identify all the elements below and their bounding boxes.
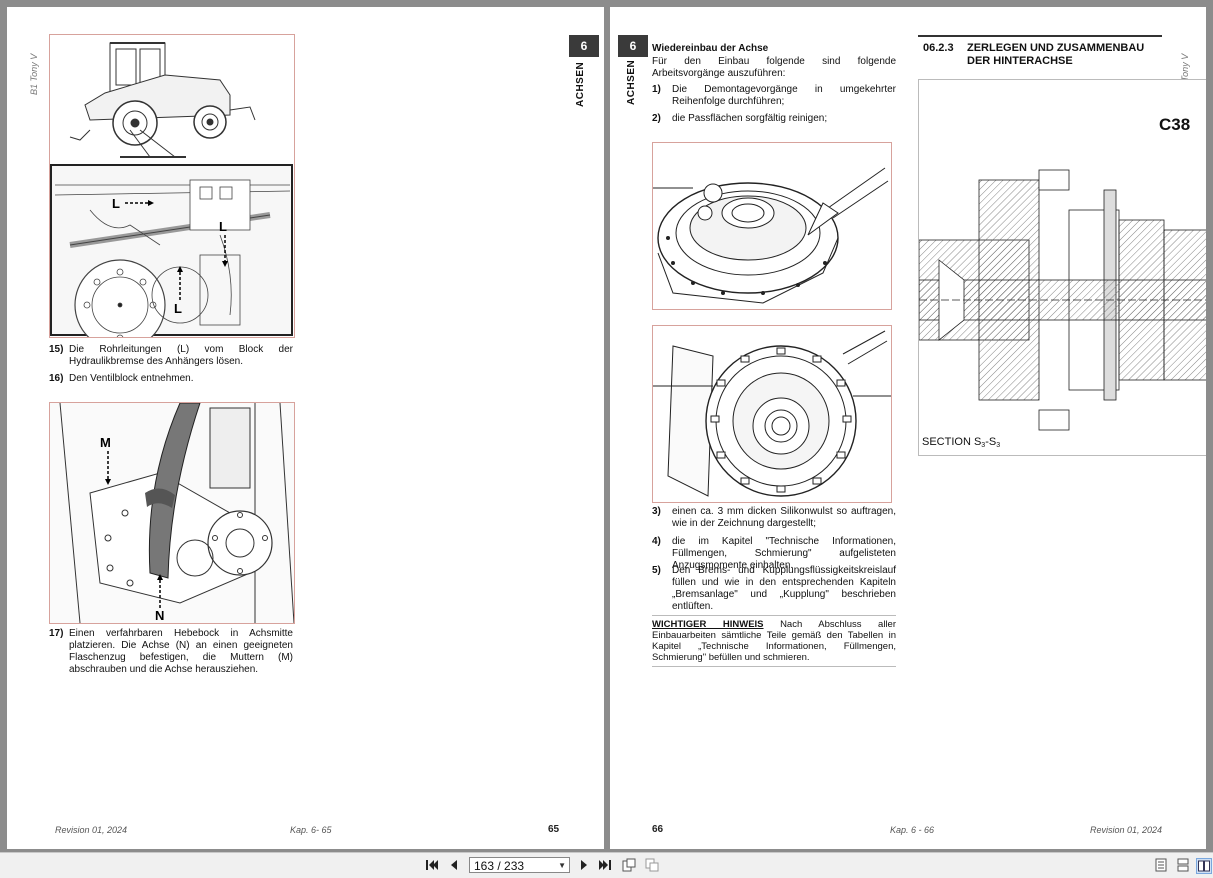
callout-l-3: L (174, 301, 182, 316)
figure-silicone-bead (652, 142, 892, 310)
chapter-title-tab: ACHSEN (575, 61, 586, 107)
first-page-icon[interactable] (425, 858, 439, 872)
figure-axle-removal: M N (49, 402, 295, 624)
page-indicator: 163 / 233 (474, 859, 525, 873)
footer-revision: Revision 01, 2024 (1090, 825, 1163, 835)
last-page-icon[interactable] (598, 858, 612, 872)
page-number: 65 (548, 824, 560, 835)
prev-page-icon[interactable] (447, 858, 461, 872)
step-number: 5) (652, 565, 661, 576)
section-heading: Wiedereinbau der Achse (652, 43, 769, 54)
right-page: 6 ACHSEN Wiedereinbau der Achse Für den … (610, 7, 1206, 849)
step-text: die Passflächen sorgfältig reinigen; (672, 113, 828, 124)
step-text: Die Rohrleitungen (L) vom Block der Hydr… (69, 344, 293, 367)
step-number: 15) (49, 344, 64, 355)
section-title: ZERLEGEN UND ZUSAMMENBAU DER HINTERACHSE (967, 42, 1145, 67)
callout-n: N (155, 608, 164, 623)
figure-rear-axle-section: C38 SECTION S3-S3 (918, 79, 1206, 456)
figure-hydraulic-block: L L L (49, 34, 295, 338)
rotate-icon[interactable] (622, 858, 636, 872)
step-text: Die Demontagevorgänge in umgekehrter Rei… (672, 84, 896, 107)
page-selector[interactable]: 163 / 233 ▼ (469, 857, 570, 873)
housing-top-diagram (653, 167, 889, 304)
important-note: WICHTIGER HINWEIS Nach Abschluss aller E… (652, 615, 896, 667)
footer-chapter-ref: Kap. 6- 65 (290, 825, 332, 835)
single-page-icon[interactable] (1154, 858, 1168, 872)
chapter-number-tab: 6 (569, 35, 599, 57)
callout-l-1: L (112, 196, 120, 211)
chevron-down-icon: ▼ (558, 861, 566, 870)
step-number: 4) (652, 536, 661, 547)
step-text: Den Ventilblock entnehmen. (69, 373, 194, 384)
step-number: 17) (49, 628, 64, 639)
figure-code: C38 (1159, 115, 1190, 134)
side-note: B1 Tony V (29, 53, 39, 95)
step-number: 1) (652, 84, 661, 95)
brake-housing-diagram (653, 330, 891, 497)
footer-chapter-ref: Kap. 6 - 66 (890, 825, 935, 835)
section-label: SECTION S3-S3 (922, 436, 1000, 449)
axle-diagram: M N (50, 403, 294, 623)
step-number: 3) (652, 506, 661, 517)
next-page-icon[interactable] (577, 858, 591, 872)
callout-m: M (100, 435, 111, 450)
figure-brake-housing (652, 325, 892, 503)
note-label: WICHTIGER HINWEIS (652, 619, 764, 630)
step-number: 2) (652, 113, 661, 124)
step-number: 16) (49, 373, 64, 384)
continuous-page-icon[interactable] (1176, 858, 1190, 872)
two-page-icon[interactable] (1196, 858, 1212, 874)
chapter-number-tab: 6 (618, 35, 648, 57)
section-header-rule (918, 35, 1162, 37)
step-text: Den Brems- und Kupplungsflüssigkeitskrei… (672, 565, 896, 612)
step-17: 17) Einen verfahrbaren Hebebock in Achsm… (49, 628, 293, 675)
tractor-diagram: L L L (50, 42, 293, 337)
chapter-title-tab: ACHSEN (626, 59, 637, 105)
page-number: 66 (652, 824, 664, 835)
left-page: B1 Tony V 6 ACHSEN (7, 7, 604, 849)
note-text: Nach Abschluss aller Einbauarbeiten sämt… (652, 619, 897, 663)
step-text: die im Kapitel "Technische Informationen… (672, 536, 896, 571)
section-number: 06.2.3 (923, 42, 954, 54)
rear-axle-section-diagram: C38 SECTION S3-S3 (919, 115, 1206, 449)
callout-l-2: L (219, 219, 227, 234)
copy-icon[interactable] (645, 858, 659, 872)
pdf-toolbar: 163 / 233 ▼ (0, 852, 1213, 878)
step-text: einen ca. 3 mm dicken Silikonwulst so au… (672, 506, 896, 529)
footer-revision: Revision 01, 2024 (55, 825, 128, 835)
section-intro: Für den Einbau folgende sind folgende Ar… (652, 56, 896, 79)
step-text: Einen verfahrbaren Hebebock in Achsmitte… (69, 628, 293, 675)
